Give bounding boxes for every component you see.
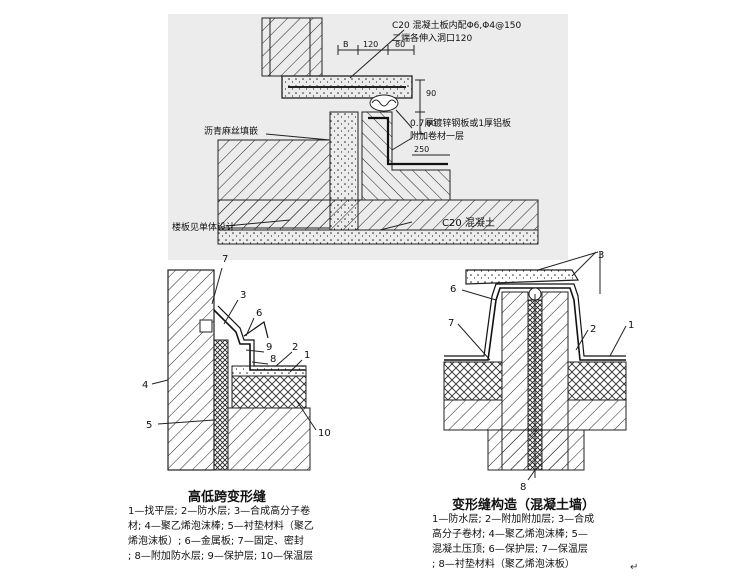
left-num-1: 7	[222, 254, 228, 265]
left-legend-line: 烯泡沫板）; 6—金属板; 7—固定、密封	[128, 536, 304, 547]
left-legend-line: ; 8—附加防水层; 9—保护层; 10—保温层	[128, 551, 314, 562]
right-legend: 1—防水层; 2—附加附加层; 3—合成 高分子卷材; 4—聚乙烯泡沫棒; 5—…	[432, 512, 594, 572]
right-num-1: 3	[598, 250, 604, 261]
dim-90-label: 90	[426, 89, 436, 98]
right-legend-line: 混凝土压顶; 6—保护层; 7—保温层	[432, 544, 588, 555]
dim-250-label: 250	[414, 145, 429, 154]
plate-label: 0.7厚镀锌钢板或1厚铝板	[410, 117, 511, 129]
right-num-5: 1	[628, 320, 634, 331]
right-num-4: 2	[590, 324, 596, 335]
top-spec-label: C20 混凝土板内配Φ6,Φ4@150	[392, 19, 522, 31]
right-section-diagram: 3 6 7 2 1 8	[443, 250, 634, 493]
dim-120-label: 120	[363, 40, 378, 49]
left-section-diagram: 7 3 6 9 8 2 1 4 5 10	[142, 254, 331, 471]
extra-membrane-label: 附加卷材一层	[410, 130, 464, 142]
left-num-3: 6	[256, 308, 262, 319]
left-num-4: 9	[266, 342, 272, 353]
left-num-10: 10	[318, 428, 331, 439]
right-num-6: 8	[520, 482, 526, 493]
right-num-3: 7	[448, 318, 454, 329]
right-legend-line: 1—防水层; 2—附加附加层; 3—合成	[432, 514, 595, 525]
left-num-9: 5	[146, 420, 152, 431]
left-legend-line: 1—找平层; 2—防水层; 3—合成高分子卷	[128, 506, 311, 517]
dim-60-label: 60	[426, 119, 436, 128]
dim-80-label: 80	[395, 40, 405, 49]
top-section-diagram: C20 混凝土板内配Φ6,Φ4@150 二端各伸入洞口120 B 120 80 …	[168, 14, 568, 260]
right-legend-line: ; 8—衬垫材料（聚乙烯泡沫板）	[432, 559, 575, 570]
left-legend: 1—找平层; 2—防水层; 3—合成高分子卷 材; 4—聚乙烯泡沫棒; 5—衬垫…	[128, 504, 314, 564]
asphalt-label: 沥青麻丝填嵌	[204, 125, 258, 137]
left-num-5: 8	[270, 354, 276, 365]
right-title: 变形缝构造（混凝土墙）	[452, 498, 596, 513]
concrete-label: C20 混凝土	[442, 216, 495, 229]
left-title: 高低跨变形缝	[188, 490, 267, 505]
top-spec2-label: 二端各伸入洞口120	[392, 32, 472, 44]
slab-label: 楼板见单体设计	[172, 221, 235, 233]
left-legend-line: 材; 4—聚乙烯泡沫棒; 5—衬垫材料（聚乙	[128, 521, 314, 532]
right-num-2: 6	[450, 284, 456, 295]
left-num-8: 4	[142, 380, 148, 391]
return-mark: ↵	[630, 562, 639, 573]
dim-b-label: B	[343, 40, 349, 49]
left-num-2: 3	[240, 290, 246, 301]
right-legend-line: 高分子卷材; 4—聚乙烯泡沫棒; 5—	[432, 529, 588, 540]
left-num-6: 2	[292, 342, 298, 353]
left-num-7: 1	[304, 350, 310, 361]
